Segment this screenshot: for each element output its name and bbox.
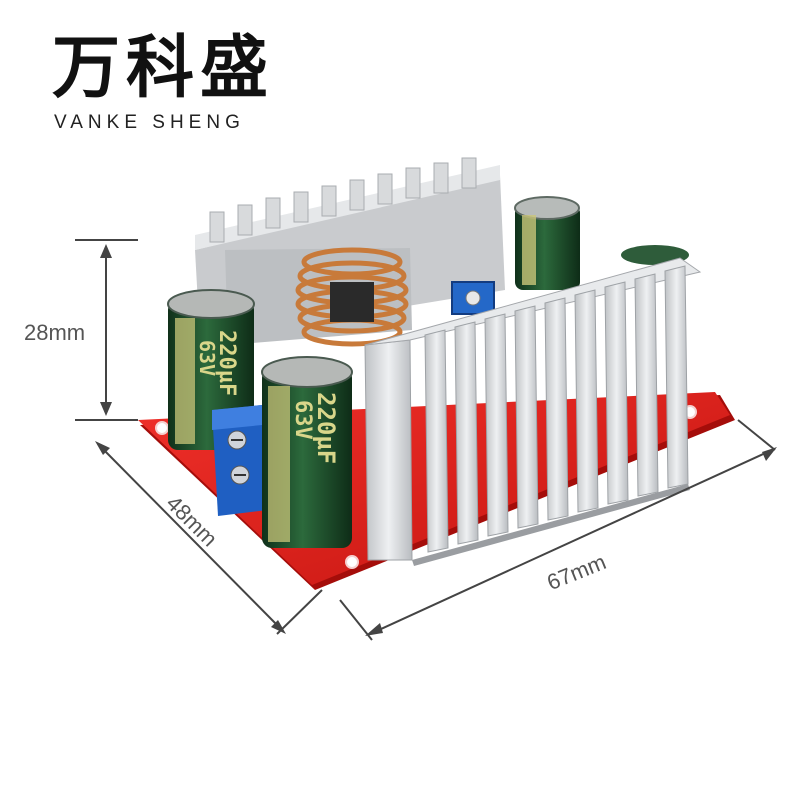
length-start-tick	[339, 599, 373, 641]
brand-logo: 万科盛 VANKE SHENG	[52, 30, 292, 134]
length-arrow-start	[365, 623, 383, 636]
brand-name-english: VANKE SHENG	[54, 112, 245, 133]
height-label: 28mm	[24, 320, 85, 345]
capacitor-capacitance-label: 220µF	[312, 392, 340, 464]
depth-end-tick	[276, 589, 323, 635]
height-dimension: 28mm	[24, 239, 138, 421]
depth-line	[97, 443, 283, 631]
trimmer-potentiometer	[451, 281, 495, 315]
depth-arrow-end	[271, 620, 286, 634]
front-heatsink	[364, 257, 702, 566]
capacitor-rear-right	[514, 196, 580, 290]
capacitor-front-middle: 220µF 63V	[261, 356, 353, 548]
length-end-tick	[737, 419, 776, 451]
height-arrow-up	[100, 244, 112, 258]
capacitor-voltage-label: 63V	[290, 400, 315, 440]
mount-hole	[155, 421, 169, 435]
inductor-coil	[295, 247, 409, 347]
screw-terminal	[212, 405, 268, 516]
depth-label: 48mm	[161, 491, 222, 552]
depth-arrow-start	[95, 441, 110, 455]
mount-hole	[345, 555, 359, 569]
capacitor-voltage-label: 63V	[195, 340, 219, 376]
height-arrow-down	[100, 402, 112, 416]
capacitor-capacitance-label: 220µF	[214, 330, 239, 396]
length-label: 67mm	[543, 549, 609, 595]
rear-heatsink	[195, 157, 505, 345]
length-arrow-end	[762, 447, 777, 461]
length-line	[369, 449, 773, 635]
brand-name-chinese: 万科盛	[52, 29, 275, 108]
